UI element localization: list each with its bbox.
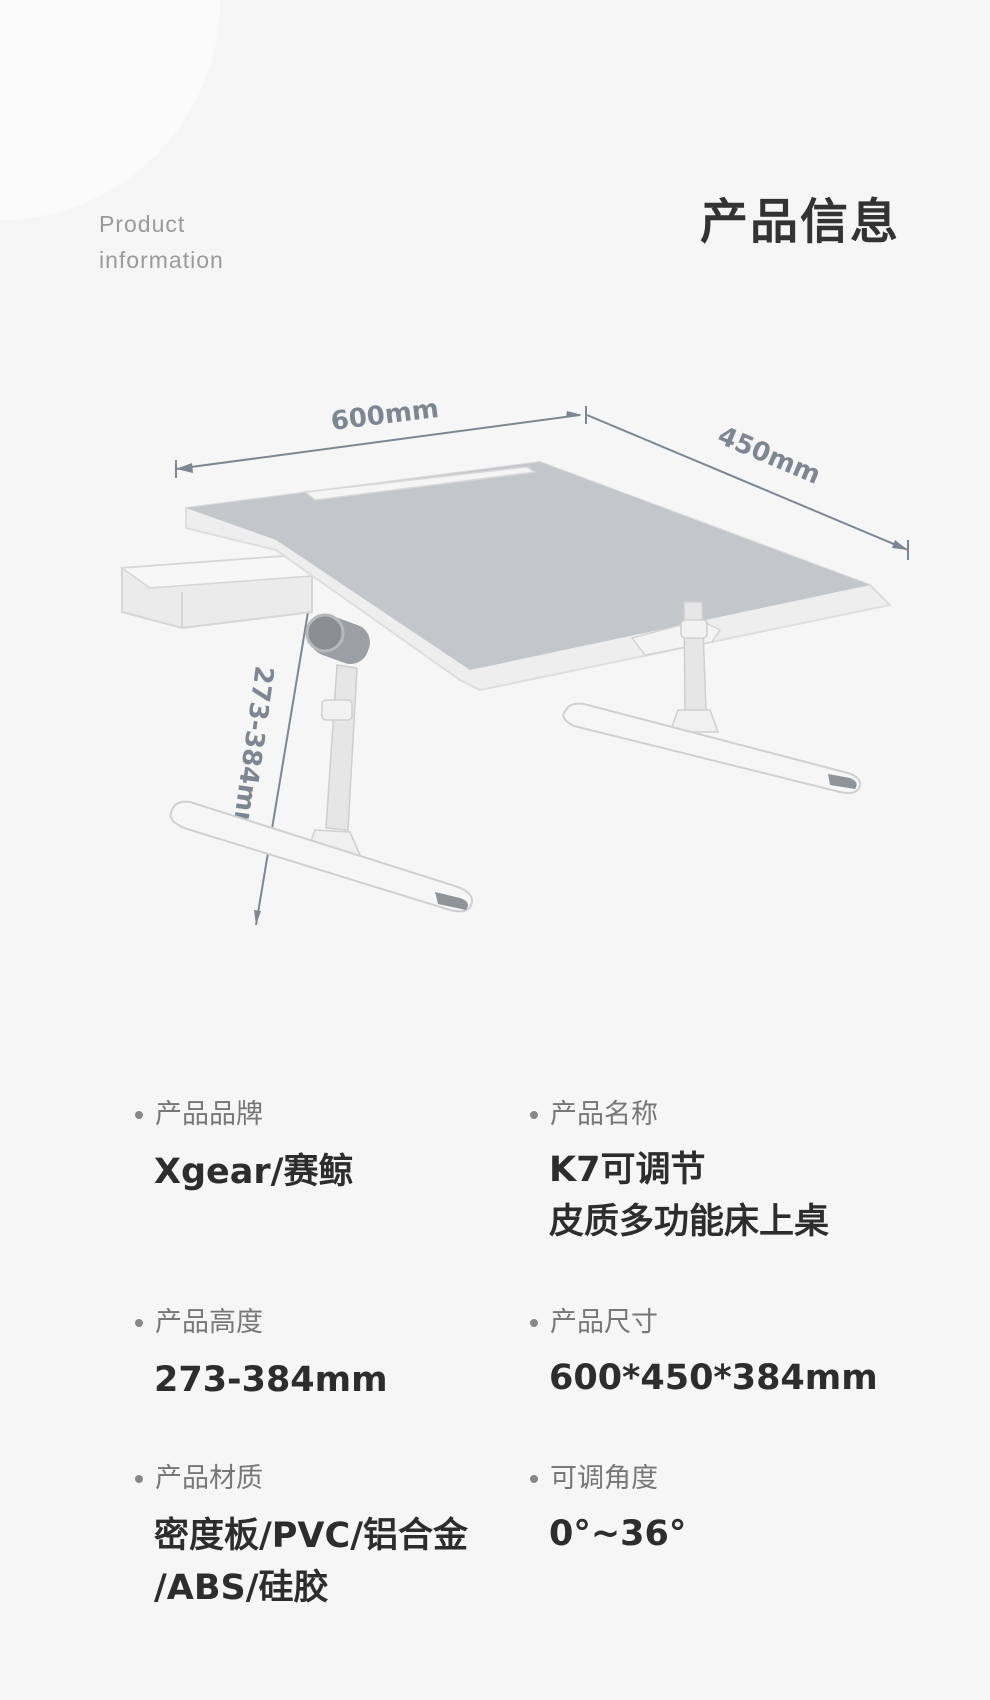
spec-height: 产品高度 273-384mm (135, 1306, 515, 1406)
section-title-english: Product information (99, 206, 319, 278)
spec-material: 产品材质 密度板/PVC/铝合金 /ABS/硅胶 (135, 1462, 515, 1614)
product-illustration: 600mm 450mm 273-384mm (119, 394, 909, 926)
spec-value: 0°~36° (549, 1508, 910, 1560)
spec-label: 产品材质 (155, 1463, 263, 1494)
spec-value: 273-384mm (154, 1354, 515, 1406)
spec-brand: 产品品牌 Xgear/赛鲸 (135, 1098, 515, 1198)
spec-label: 产品品牌 (155, 1099, 263, 1130)
bullet-dot-icon (135, 1475, 143, 1483)
depth-dimension-label: 450mm (713, 421, 825, 491)
height-dimension-line (254, 587, 313, 926)
spec-label: 可调角度 (550, 1463, 658, 1494)
left-leg (169, 664, 474, 913)
title-english-line-2: information (99, 247, 224, 273)
spec-label: 产品名称 (550, 1099, 658, 1130)
bullet-dot-icon (135, 1319, 143, 1327)
spec-label: 产品尺寸 (550, 1307, 658, 1338)
spec-value: K7可调节 皮质多功能床上桌 (549, 1144, 910, 1248)
spec-value-line: 600*450*384mm (549, 1358, 878, 1398)
spec-value: 密度板/PVC/铝合金 /ABS/硅胶 (154, 1510, 515, 1614)
background-corner-decoration (0, 0, 220, 220)
spec-value-line: /ABS/硅胶 (154, 1568, 329, 1608)
spec-value-line: Xgear/赛鲸 (154, 1152, 354, 1192)
drawer (119, 554, 315, 630)
spec-value-line: 273-384mm (154, 1360, 388, 1400)
depth-dimension-line (586, 414, 909, 560)
hinge-knob (305, 613, 370, 664)
bullet-dot-icon (530, 1319, 538, 1327)
spec-value: Xgear/赛鲸 (154, 1146, 515, 1198)
spec-product-name: 产品名称 K7可调节 皮质多功能床上桌 (530, 1098, 910, 1248)
title-english-line-1: Product (99, 211, 186, 237)
spec-value-line: K7可调节 (549, 1150, 706, 1190)
section-title-chinese: 产品信息 (700, 194, 901, 250)
spec-value-line: 皮质多功能床上桌 (549, 1202, 830, 1242)
width-dimension-line (175, 406, 587, 478)
spec-value: 600*450*384mm (549, 1352, 910, 1404)
spec-value-line: 密度板/PVC/铝合金 (154, 1516, 468, 1556)
width-dimension-label: 600mm (329, 394, 440, 437)
spec-value-line: 0°~36° (549, 1514, 687, 1554)
spec-label: 产品高度 (155, 1307, 263, 1338)
right-leg (562, 601, 862, 795)
bullet-dot-icon (530, 1475, 538, 1483)
height-dimension-label: 273-384mm (225, 664, 279, 840)
bullet-dot-icon (135, 1111, 143, 1119)
spec-adjustable-angle: 可调角度 0°~36° (530, 1462, 910, 1560)
spec-dimensions: 产品尺寸 600*450*384mm (530, 1306, 910, 1404)
bullet-dot-icon (530, 1111, 538, 1119)
